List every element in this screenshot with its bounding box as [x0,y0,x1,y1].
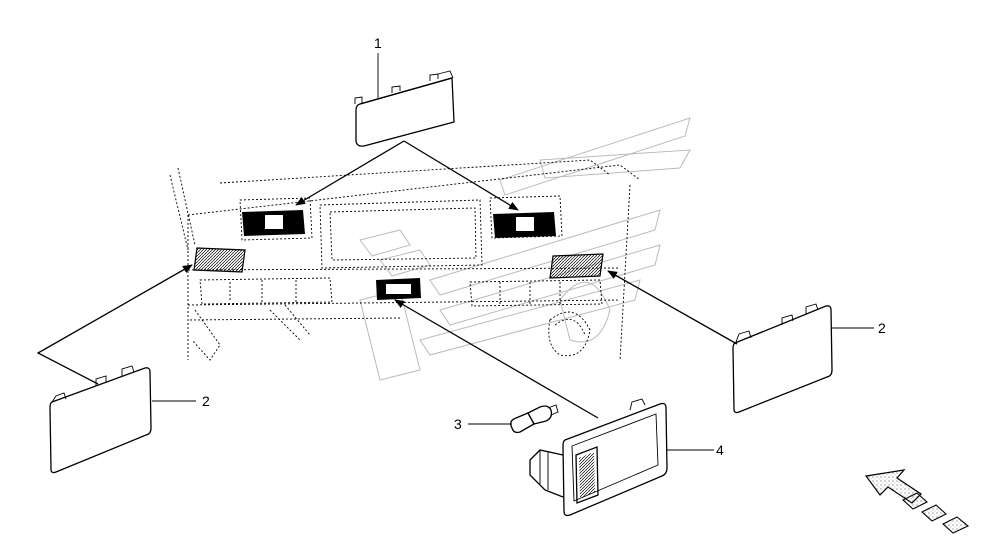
right-grille-recess [549,253,604,279]
callout-2-left: 2 [202,393,210,409]
upper-right-recess [493,212,556,238]
callout-1: 1 [374,35,382,51]
callout-4: 4 [716,442,724,458]
bulb-part-3 [510,404,559,434]
left-lens-part-2 [49,365,152,474]
front-direction-arrow-icon [864,469,970,534]
upper-lens-part-1 [354,70,455,147]
left-grille-recess [193,247,246,273]
assembly-arrows [36,140,738,419]
leader-lines [152,53,874,451]
lamp-housing-part-4 [529,398,668,517]
right-lens-part-2 [732,303,833,414]
upper-left-recess [242,210,305,236]
center-lamp-recess [376,278,421,300]
callout-3: 3 [454,416,462,432]
brand-watermark [359,117,691,381]
callout-2-right: 2 [878,320,886,336]
